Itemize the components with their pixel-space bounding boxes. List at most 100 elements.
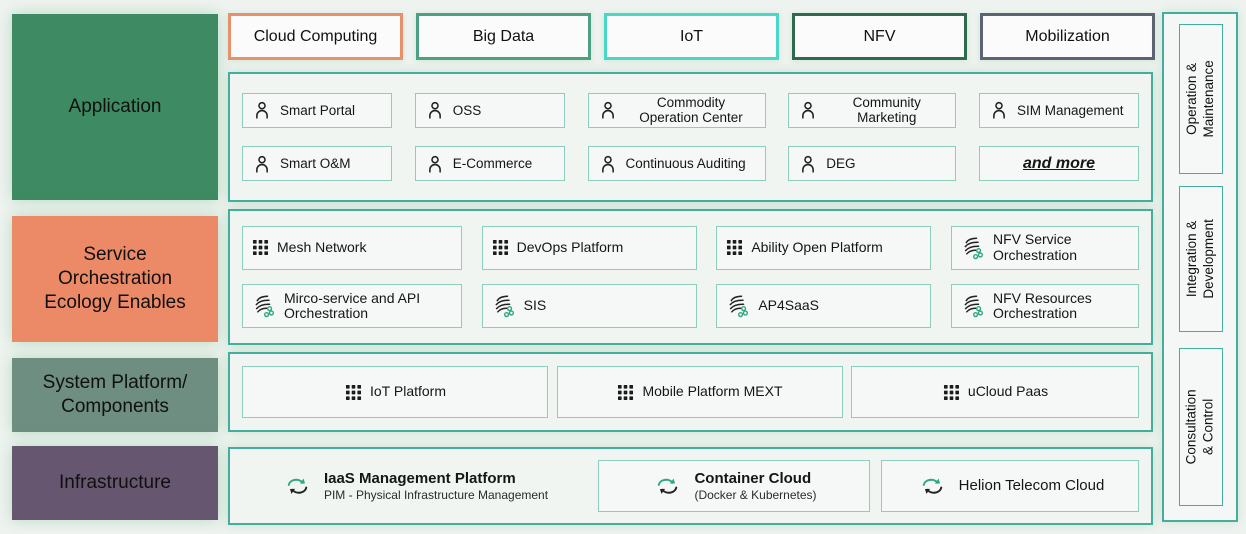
side-panel-label: Integration & Development [1184,219,1217,299]
grid-icon [616,383,635,402]
row-label-application: Application [12,14,218,200]
wave-icon [960,235,986,261]
application-section: Smart Portal OSS Commodity Operation Cen… [228,72,1153,202]
grid-icon [725,238,744,257]
item-label: DEG [826,156,856,172]
infrastructure-row: IaaS Management Platform PIM - Physical … [242,460,1139,512]
sys-item-mobile-platform-mext: Mobile Platform MEXT [556,366,843,418]
item-label: Ability Open Platform [751,238,883,255]
row-label-text: Service Orchestration Ecology Enables [44,244,186,313]
item-label: IoT Platform [370,383,446,400]
item-label: Mobile Platform MEXT [642,383,783,400]
item-label: IaaS Management Platform [323,469,516,487]
tab-mobilization: Mobilization [980,13,1155,60]
item-label: NFV Service Orchestration [992,230,1078,263]
wave-icon [725,293,751,319]
person-icon [251,99,273,121]
side-panel-operation-maintenance: Operation & Maintenance [1179,24,1223,174]
item-label: E-Commerce [452,156,533,172]
row-label-text: System Platform/ Components [42,372,188,417]
side-panel-label: Operation & Maintenance [1184,60,1216,138]
svc-item-nfv-resources-orchestration: NFV Resources Orchestration [950,284,1139,329]
row-label-system-platform: System Platform/ Components [12,358,218,432]
side-panel-consultation-control: Consultation & Control [1179,348,1223,506]
item-label: OSS [452,102,482,118]
tab-big-data: Big Data [416,13,591,60]
person-icon [597,99,619,121]
service-row-2: Mirco-service and API Orchestration SIS … [242,284,1139,329]
person-icon [988,99,1010,121]
infrastructure-section: IaaS Management Platform PIM - Physical … [228,447,1153,525]
item-label: Smart Portal [280,102,356,118]
item-label: SIM Management [1017,102,1124,118]
wave-icon [960,293,986,319]
row-label-text: Application [68,96,162,118]
item-label: Community Marketing [852,95,921,126]
app-item-sim-management: SIM Management [979,92,1139,128]
app-item-community-marketing: Community Marketing [788,92,957,128]
row-label-text: Infrastructure [59,472,171,494]
row-label-infrastructure: Infrastructure [12,446,218,520]
app-item-and-more: and more [979,146,1139,182]
item-label: Container Cloud [694,469,812,487]
item-label: uCloud Paas [967,383,1049,400]
infra-item-iaas-management-platform: IaaS Management Platform PIM - Physical … [242,460,587,512]
application-row-1: Smart Portal OSS Commodity Operation Cen… [242,92,1139,128]
person-icon [797,99,819,121]
item-label: Commodity Operation Center [639,95,743,126]
tab-label: Big Data [472,27,535,45]
grid-icon [942,383,961,402]
infra-item-helion-telecom-cloud: Helion Telecom Cloud [881,460,1139,512]
svc-item-ability-open-platform: Ability Open Platform [716,225,932,270]
svc-item-mesh-network: Mesh Network [242,225,462,270]
side-panel-integration-development: Integration & Development [1179,186,1223,332]
grid-icon [251,238,270,257]
app-item-continuous-auditing: Continuous Auditing [587,146,766,182]
cloud-sync-icon [281,474,314,499]
app-item-e-commerce: E-Commerce [414,146,565,182]
sys-item-iot-platform: IoT Platform [242,366,548,418]
svc-item-devops-platform: DevOps Platform [481,225,697,270]
wave-icon [251,293,277,319]
system-row: IoT Platform Mobile Platform MEXT uCloud… [242,366,1139,418]
item-label: NFV Resources Orchestration [992,289,1092,322]
side-services-column: Operation & Maintenance Integration & De… [1162,12,1238,522]
svc-item-microservice-api-orchestration: Mirco-service and API Orchestration [242,284,462,329]
service-orchestration-section: Mesh Network DevOps Platform Ability Ope… [228,209,1153,345]
person-icon [597,153,619,175]
item-label: SIS [523,297,547,314]
infra-item-container-cloud: Container Cloud (Docker & Kubernetes) [598,460,870,512]
tab-cloud-computing: Cloud Computing [228,13,403,60]
item-label: Mirco-service and API Orchestration [284,289,421,322]
app-item-commodity-operation-center: Commodity Operation Center [587,92,766,128]
grid-icon [344,383,363,402]
sys-item-ucloud-paas: uCloud Paas [851,366,1139,418]
application-row-2: Smart O&M E-Commerce Continuous Auditing… [242,146,1139,182]
app-item-deg: DEG [788,146,957,182]
app-item-oss: OSS [414,92,565,128]
tab-iot: IoT [604,13,779,60]
tab-label: Mobilization [1025,27,1110,45]
technology-tabs: Cloud Computing Big Data IoT NFV Mobiliz… [228,13,1155,60]
side-panel-label: Consultation & Control [1184,389,1216,465]
item-subtitle: (Docker & Kubernetes) [694,487,817,502]
item-label: AP4SaaS [758,297,820,314]
main-grid: Cloud Computing Big Data IoT NFV Mobiliz… [228,13,1155,534]
wave-icon [491,293,517,319]
svc-item-sis: SIS [481,284,697,329]
item-label: and more [1022,154,1095,172]
tab-nfv: NFV [792,13,967,60]
person-icon [797,153,819,175]
grid-icon [491,238,510,257]
item-label: Helion Telecom Cloud [958,477,1105,494]
app-item-smart-om: Smart O&M [242,146,392,182]
item-label: Continuous Auditing [625,156,746,172]
tab-label: NFV [863,27,896,45]
cloud-sync-icon [916,474,949,499]
item-subtitle: PIM - Physical Infrastructure Management [323,487,549,502]
app-item-smart-portal: Smart Portal [242,92,392,128]
system-platform-section: IoT Platform Mobile Platform MEXT uCloud… [228,352,1153,432]
item-label: Mesh Network [277,238,367,255]
tab-label: Cloud Computing [253,27,378,45]
